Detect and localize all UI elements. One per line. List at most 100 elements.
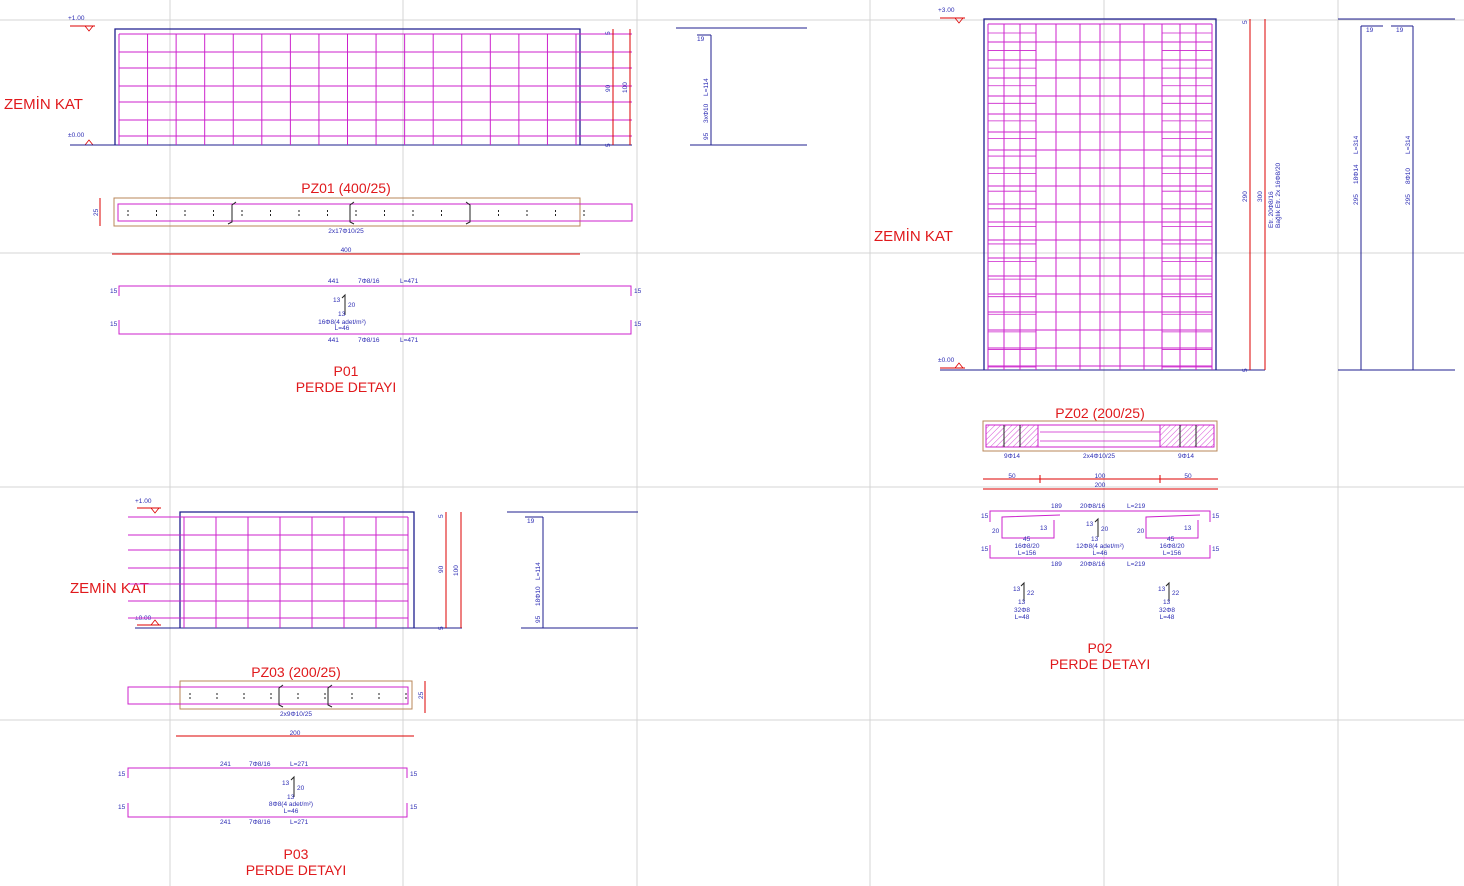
bar-label: 32Φ8 [1159, 607, 1175, 614]
bar-label: Etr. 20Φ8/16 [1268, 191, 1275, 228]
dim-text: 100 [1095, 473, 1106, 480]
wall-outline [179, 511, 415, 628]
detail-id: P02 [1088, 640, 1113, 656]
dim-text: 13 [1086, 521, 1094, 528]
dim-text: 5 [605, 143, 612, 147]
bar-label: 19 [1366, 27, 1374, 34]
section-title: PZ03 (200/25) [251, 664, 341, 680]
rebar-mesh [987, 23, 1213, 370]
bar-label: 9Φ14 [1178, 453, 1194, 460]
bar-label: L=114 [535, 562, 542, 580]
p02-side-section: 19 295 18Φ14 L=314 19 295 8Φ10 L=314 [1338, 18, 1455, 371]
dim-text: 100 [453, 565, 460, 576]
level-bottom-label: ±0.00 [68, 132, 85, 139]
dim-text: 20 [348, 302, 356, 309]
dim-text: 15 [410, 804, 418, 811]
dim-text: 441 [328, 337, 339, 344]
bar-label: 16Φ8(4 adet/m²) [318, 319, 366, 326]
dim-text: 22 [1172, 590, 1180, 597]
dim-text: 15 [634, 321, 642, 328]
bar-label: 7Φ8/16 [249, 819, 271, 826]
elevation-dimensions: 5 290 300 5 Etr. 20Φ8/16 Bağlık Etr. 2x … [1242, 19, 1282, 372]
dim-text: 13 [1184, 525, 1192, 532]
level-marker: +1.00 [68, 15, 95, 32]
dim-text: 300 [1257, 191, 1264, 202]
dim-text: 15 [118, 771, 126, 778]
bar-label: 8Φ8(4 adet/m²) [269, 801, 313, 808]
dim-text: 200 [1095, 482, 1106, 489]
bar-label: Bağlık Etr. 2x 16Φ8/20 [1275, 162, 1282, 228]
level-top-label: +1.00 [68, 15, 85, 22]
detail-title: PERDE DETAYI [1050, 656, 1151, 672]
dim-text: 90 [438, 565, 445, 573]
dim-text: 45 [1023, 536, 1031, 543]
dim-text: 290 [1242, 191, 1249, 202]
p01-elevation: +1.00 ±0.00 ZEMİN KAT 5 90 100 5 [4, 15, 632, 147]
bar-label: 7Φ8/16 [249, 761, 271, 768]
boundary-element [1159, 424, 1215, 448]
boundary-element [985, 424, 1039, 448]
bar-label: 2x9Φ10/25 [280, 711, 312, 718]
p01-side-section: 19 95 3xΦ10 L=114 [676, 27, 807, 146]
dim-text: 15 [110, 321, 118, 328]
bar-label: L=471 [400, 337, 419, 344]
dim-text: 5 [438, 626, 445, 630]
p03-elevation: +1.00 ±0.00 ZEMİN KAT 5 90 100 5 [70, 498, 462, 630]
dim-text: 241 [220, 761, 231, 768]
dim-text: 50 [1184, 473, 1192, 480]
dim-text: 441 [328, 278, 339, 285]
bar-label: 7Φ8/16 [358, 337, 380, 344]
dim-text: 20 [1101, 526, 1109, 533]
bar-label: 8Φ10 [1405, 168, 1412, 184]
bar-label: 19 [527, 518, 535, 525]
dim-text: 20 [1137, 528, 1145, 535]
bar-label: 18Φ10 [535, 586, 542, 606]
detail-title: PERDE DETAYI [246, 862, 347, 878]
dim-text: 15 [110, 288, 118, 295]
dim-text: 5 [1242, 20, 1249, 24]
section-title: PZ01 (400/25) [301, 180, 391, 196]
dim-text: 20 [297, 785, 305, 792]
bar-label: L=219 [1127, 503, 1146, 510]
dim-text: 13 [1013, 586, 1021, 593]
section-title: PZ02 (200/25) [1055, 405, 1145, 421]
dim-text: 15 [118, 804, 126, 811]
dim-text: 45 [1167, 536, 1175, 543]
dim-text: 15 [1212, 513, 1220, 520]
wall-outline [983, 18, 1217, 370]
dim-text: 25 [93, 208, 100, 216]
bar-label: L=271 [290, 761, 309, 768]
bar-label: L=46 [335, 325, 350, 332]
wall-outline [114, 28, 581, 145]
dim-text: 241 [220, 819, 231, 826]
bar-label: 19 [1396, 27, 1404, 34]
dim-text: 90 [605, 84, 612, 92]
p02-tie-hook-left: 13 22 13 32Φ8 L=48 [1013, 581, 1035, 621]
dim-text: 13 [1163, 599, 1171, 606]
p02-tie-hook-right: 13 22 13 32Φ8 L=48 [1158, 581, 1180, 621]
p01-stirrup-detail: 441 7Φ8/16 L=471 15 15 15 15 13 20 13 16… [110, 278, 642, 344]
dim-text: 22 [1027, 590, 1035, 597]
dim-text: 25 [418, 691, 425, 699]
level-bottom-label: ±0.00 [938, 357, 955, 364]
dim-text: 13 [287, 794, 295, 801]
dim-text: 13 [1040, 525, 1048, 532]
dim-text: 5 [438, 514, 445, 518]
p01-plan-section: PZ01 (400/25) 25 2x17Φ10/25 400 [93, 180, 633, 255]
p02-plan-section: PZ02 (200/25) 9Φ14 2x4Φ10/25 9Φ14 50 100… [982, 405, 1218, 490]
level-marker: ±0.00 [68, 132, 95, 146]
dim-text: 13 [338, 311, 346, 318]
level-marker: ±0.00 [938, 357, 965, 369]
level-marker: +3.00 [938, 7, 965, 24]
dim-text: 15 [981, 513, 989, 520]
floor-label: ZEMİN KAT [4, 95, 83, 113]
bar-label: 16Φ8/20 [1159, 543, 1184, 550]
bar-label: L=48 [1160, 614, 1175, 621]
dim-text: 15 [634, 288, 642, 295]
p03-side-section: 19 95 18Φ10 L=114 [507, 511, 638, 629]
bar-label: L=48 [1015, 614, 1030, 621]
elevation-dimensions: 5 90 100 5 [438, 512, 462, 630]
bar-label: L=156 [1018, 550, 1037, 557]
